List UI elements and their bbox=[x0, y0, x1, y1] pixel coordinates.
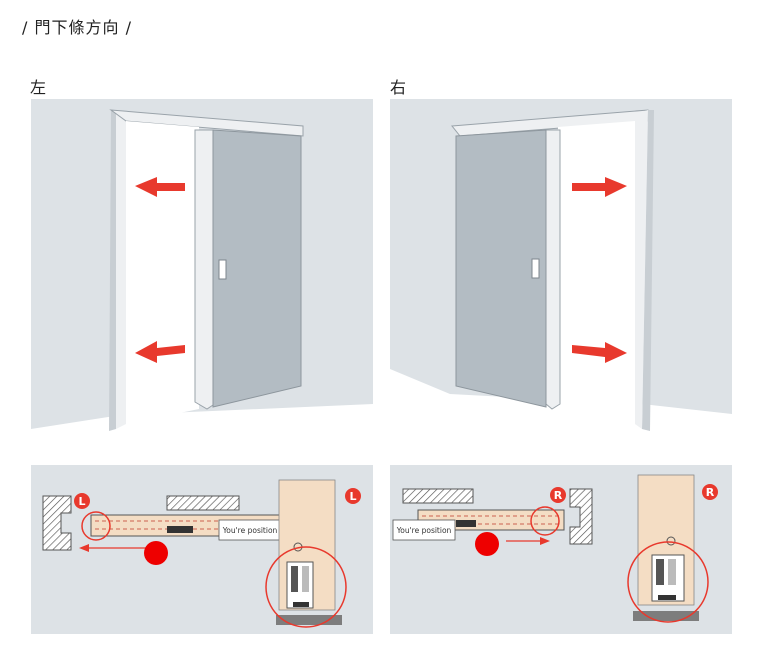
badge-label: R bbox=[554, 489, 563, 502]
floor-section bbox=[276, 615, 342, 625]
right-door-illustration bbox=[390, 99, 732, 442]
seal-bar bbox=[456, 520, 476, 527]
badge-label: L bbox=[349, 490, 356, 503]
highlight-circle bbox=[81, 511, 111, 541]
detail-highlight-circle bbox=[627, 541, 709, 623]
badge-circle bbox=[345, 488, 361, 504]
arrow-left-icon bbox=[79, 544, 89, 552]
doorway-opening bbox=[558, 121, 635, 424]
door-handle-icon bbox=[218, 259, 227, 280]
right-install-detail: R You're position R bbox=[390, 465, 732, 634]
badge-label: R bbox=[706, 486, 715, 499]
arrow-left-icon bbox=[135, 341, 185, 363]
badge-label: L bbox=[78, 495, 85, 508]
left-door-illustration bbox=[31, 99, 373, 442]
wall-section bbox=[42, 495, 72, 551]
arrow-right-icon bbox=[540, 537, 550, 545]
door-handle-icon bbox=[531, 258, 540, 279]
arrow-right-icon bbox=[572, 342, 627, 363]
header-section bbox=[402, 488, 474, 504]
left-heading: 左 bbox=[30, 78, 47, 97]
floor-section bbox=[633, 611, 699, 621]
position-tag: You're position bbox=[222, 526, 278, 535]
right-heading: 右 bbox=[390, 78, 407, 97]
highlight-circle bbox=[530, 506, 560, 536]
door-frame-right-face bbox=[635, 110, 648, 429]
header-section bbox=[166, 495, 240, 511]
door-leaf bbox=[455, 129, 547, 408]
viewer-marker bbox=[144, 541, 168, 565]
door-frame-head bbox=[109, 109, 304, 137]
badge-circle bbox=[74, 493, 90, 509]
wall-section bbox=[569, 488, 593, 545]
detail-highlight-circle bbox=[265, 546, 347, 628]
position-tag: You're position bbox=[396, 526, 452, 535]
page-title: / 門下條方向 / bbox=[22, 18, 132, 37]
badge-circle bbox=[550, 487, 566, 503]
floor bbox=[31, 404, 373, 442]
door-frame-left-post bbox=[109, 110, 116, 431]
door-leaf bbox=[212, 129, 302, 408]
arrow-right-icon bbox=[572, 177, 627, 197]
door-bottom-seal bbox=[286, 561, 314, 609]
door-edge bbox=[194, 129, 214, 410]
badge-circle bbox=[702, 484, 718, 500]
viewer-marker bbox=[475, 532, 499, 556]
position-tag-box bbox=[392, 519, 456, 541]
arrow-left-icon bbox=[135, 177, 185, 197]
left-install-detail: L You're position L bbox=[31, 465, 373, 634]
door-frame-left-face bbox=[116, 110, 126, 429]
doorway-opening bbox=[126, 121, 199, 424]
door-frame-right-post bbox=[642, 110, 654, 431]
seal-bar bbox=[167, 526, 193, 533]
